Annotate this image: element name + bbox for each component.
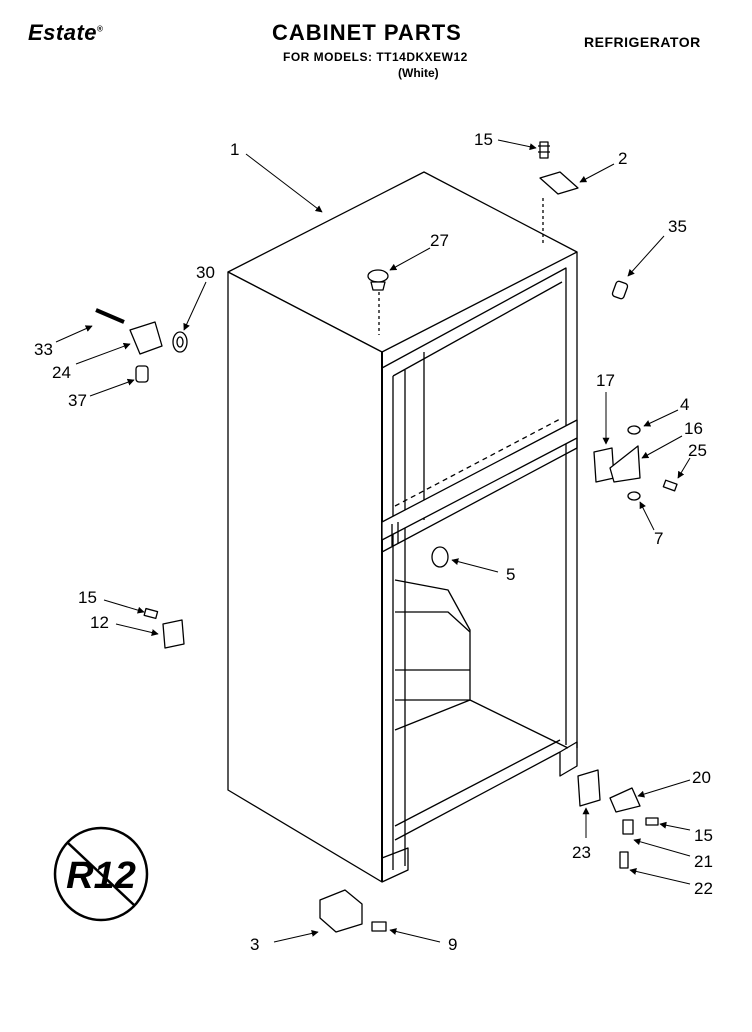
callout-16: 16: [684, 419, 703, 438]
callout-30: 30: [196, 263, 215, 282]
callout-33: 33: [34, 340, 53, 359]
bottom-left-hinge-parts: [319, 889, 387, 933]
callout-37: 37: [68, 391, 87, 410]
bottom-hinge-parts: [577, 769, 659, 869]
callout-21: 21: [694, 852, 713, 871]
callout-22: 22: [694, 879, 713, 898]
badge-text: R12: [66, 855, 136, 897]
callout-15-top: 15: [474, 130, 493, 149]
screw-part-top: [538, 141, 550, 159]
top-hinge-part: [539, 171, 579, 244]
callout-17: 17: [596, 371, 615, 390]
callout-20: 20: [692, 768, 711, 787]
center-hinge-parts: [593, 425, 678, 501]
roller-assembly-part: [95, 308, 188, 383]
callout-4: 4: [680, 395, 689, 414]
callout-35: 35: [668, 217, 687, 236]
cabinet-shell: [227, 171, 578, 883]
plug-part: [367, 269, 389, 335]
brand-name: Estate: [28, 20, 98, 45]
page-title: CABINET PARTS: [272, 20, 462, 45]
plug-part-center: [431, 546, 449, 568]
callout-3: 3: [250, 935, 259, 954]
model-line: FOR MODELS: TT14DKXEW12: [283, 50, 468, 64]
color-line: (White): [398, 66, 439, 80]
callout-23: 23: [572, 843, 591, 862]
brand-logo: Estate®: [28, 20, 103, 46]
r12-refrigerant-badge: R12: [53, 826, 149, 922]
callout-25: 25: [688, 441, 707, 460]
callout-2: 2: [618, 149, 627, 168]
callout-15-bottom: 15: [694, 826, 713, 845]
callout-numbers: 1 15 2 35 27 30 33 24 37 17 4 16 25 7 5 …: [34, 130, 713, 954]
hinge-cover-part: [611, 280, 629, 300]
callout-12: 12: [90, 613, 109, 632]
callout-24: 24: [52, 363, 71, 382]
leader-lines: [55, 139, 691, 943]
callout-15-left: 15: [78, 588, 97, 607]
door-stop-parts: [143, 607, 185, 649]
callout-5: 5: [506, 565, 515, 584]
category-label: REFRIGERATOR: [584, 34, 701, 50]
callout-1: 1: [230, 140, 239, 159]
callout-9: 9: [448, 935, 457, 954]
registered-mark: ®: [97, 24, 104, 34]
callout-7: 7: [654, 529, 663, 548]
callout-27: 27: [430, 231, 449, 250]
